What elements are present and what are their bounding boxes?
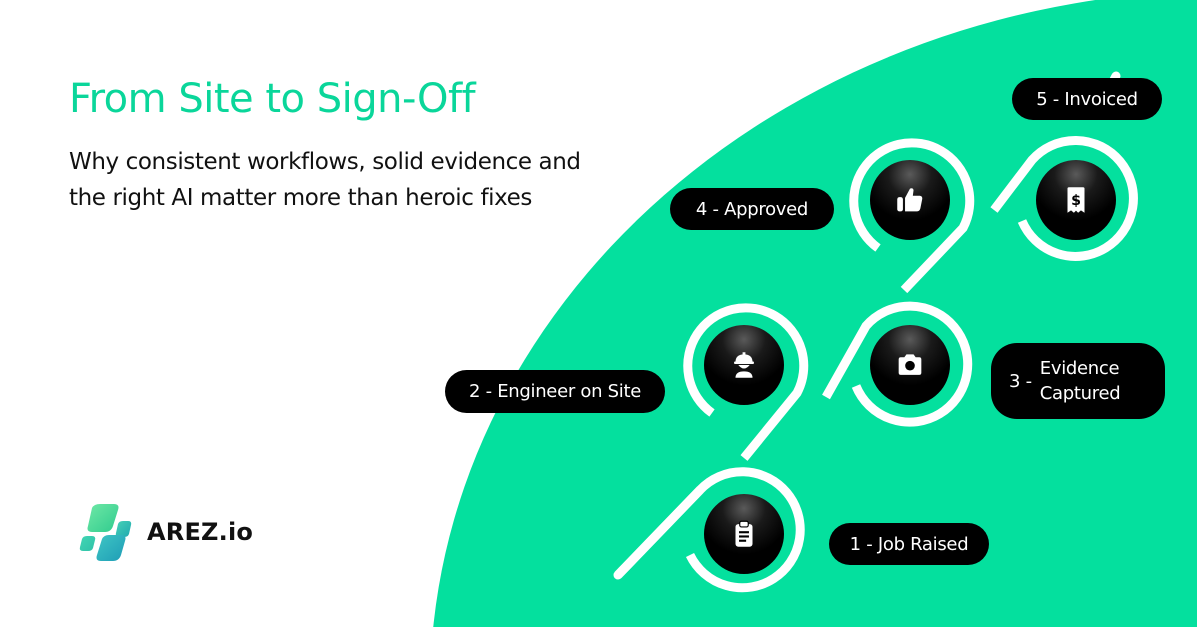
step-5-label-text: 5 - Invoiced <box>1036 88 1138 110</box>
brand-logo[interactable]: AREZ.io <box>78 502 278 564</box>
engineer-hardhat-icon <box>734 352 754 378</box>
step-3-label[interactable]: 3 - Evidence Captured <box>991 343 1165 419</box>
arez-blocks-logo-icon <box>79 504 132 561</box>
step-2-node[interactable] <box>704 325 784 405</box>
thumbs-up-icon <box>897 188 923 212</box>
step-3-label-line1: Evidence <box>1039 358 1120 379</box>
step-3-label-number: 3 - <box>1009 370 1032 392</box>
step-2-label-text: 2 - Engineer on Site <box>469 381 641 402</box>
step-2-label[interactable]: 2 - Engineer on Site <box>445 370 665 413</box>
brand-name: AREZ.io <box>147 518 254 546</box>
step-5-node[interactable]: $ <box>1036 160 1116 240</box>
step-3-label-line2: Captured <box>1039 383 1121 404</box>
svg-text:$: $ <box>1071 193 1081 209</box>
step-1-label[interactable]: 1 - Job Raised <box>829 523 989 565</box>
step-4-label-text: 4 - Approved <box>695 198 809 220</box>
clipboard-icon <box>735 520 753 547</box>
step-1-label-text: 1 - Job Raised <box>849 533 969 555</box>
step-3-node[interactable] <box>870 325 950 405</box>
camera-icon <box>898 354 922 375</box>
receipt-dollar-icon: $ <box>1067 187 1085 213</box>
page-subtitle: Why consistent workflows, solid evidence… <box>69 149 581 211</box>
step-4-node[interactable] <box>870 160 950 240</box>
step-1-node[interactable] <box>704 494 784 574</box>
step-4-label[interactable]: 4 - Approved <box>670 188 834 230</box>
step-5-label[interactable]: 5 - Invoiced <box>1012 78 1162 120</box>
page-title: From Site to Sign-Off <box>69 76 476 122</box>
